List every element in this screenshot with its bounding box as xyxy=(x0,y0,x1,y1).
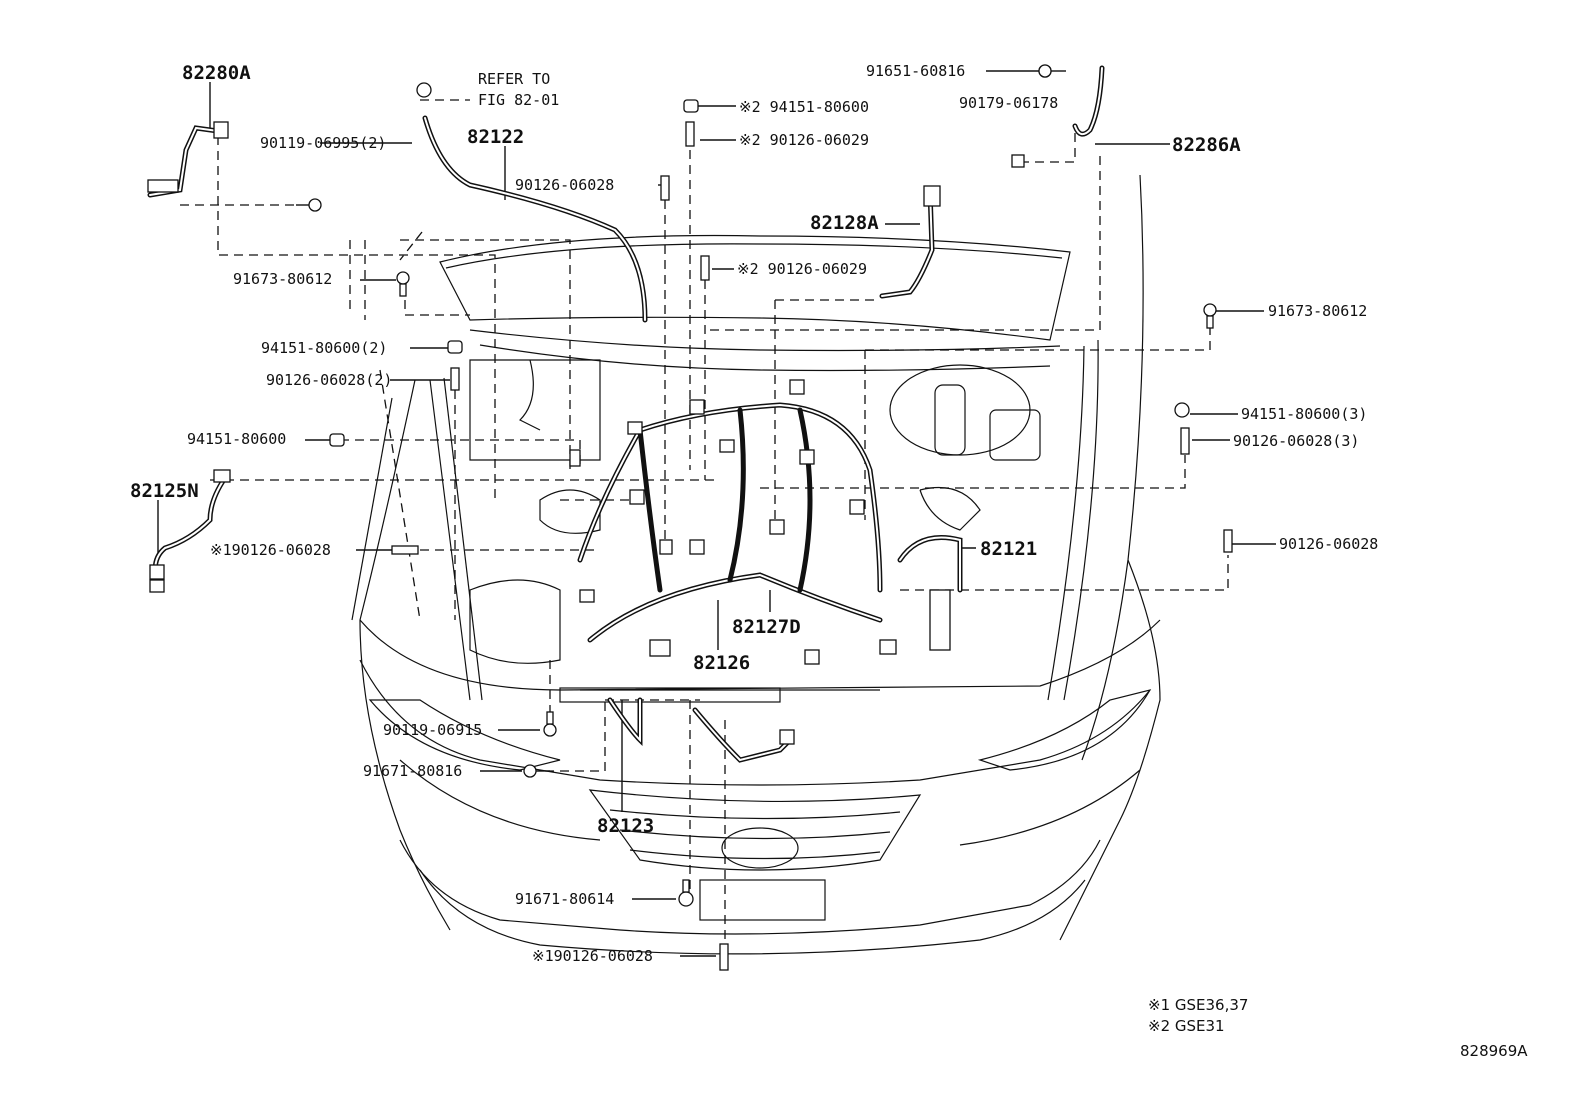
harness-82286a xyxy=(1011,64,1105,168)
part-label-82122: 82122 xyxy=(467,126,524,148)
fastener-label: 90126-06028 xyxy=(515,176,614,194)
fastener-label: 94151-80600 xyxy=(187,430,286,448)
fastener-label: 91671-80816 xyxy=(363,762,462,780)
stud-icon xyxy=(660,175,670,201)
refer-note-line1: REFER TO xyxy=(478,70,550,88)
fastener-label: 91651-60816 xyxy=(866,62,965,80)
bolt-icon xyxy=(523,764,550,778)
fastener-label: 90119-06915 xyxy=(383,721,482,739)
part-label-82125n: 82125N xyxy=(130,480,199,502)
part-label-82121: 82121 xyxy=(980,538,1037,560)
nut-icon xyxy=(329,433,345,447)
stud-icon xyxy=(391,545,419,555)
stud-icon xyxy=(1180,427,1190,455)
fastener-label: ※190126-06028 xyxy=(210,541,331,559)
fastener-icons xyxy=(296,64,1233,971)
bolt-icon xyxy=(1203,303,1217,329)
fastener-label: 90126-06028(3) xyxy=(1233,432,1359,450)
part-label-82280a: 82280A xyxy=(182,62,251,84)
fastener-label: ※2 94151-80600 xyxy=(739,98,869,116)
refer-note: REFER TO FIG 82-01 xyxy=(478,70,559,109)
fastener-label: ※190126-06028 xyxy=(532,947,653,965)
harness-82125n xyxy=(149,469,231,593)
fastener-label: 90126-06028 xyxy=(1279,535,1378,553)
stud-icon xyxy=(685,121,695,147)
harness-82123 xyxy=(607,697,793,763)
leader-lines xyxy=(157,70,1276,957)
part-label-82123: 82123 xyxy=(597,815,654,837)
nut-icon xyxy=(683,99,699,113)
fastener-labels: 90119-06995(2) 91673-80612 94151-80600(2… xyxy=(187,62,1378,965)
harness-82128a xyxy=(879,185,941,299)
bolt-icon xyxy=(296,198,322,212)
part-label-82126: 82126 xyxy=(693,652,750,674)
stud-icon xyxy=(1223,529,1233,553)
stud-icon xyxy=(719,943,729,971)
part-label-82127d: 82127D xyxy=(732,616,801,638)
part-labels: 82280A 82122 82128A 82286A 82125N 82121 … xyxy=(130,62,1241,837)
figure-id: 828969A xyxy=(1460,1042,1528,1060)
fastener-label: ※2 90126-06029 xyxy=(737,260,867,278)
part-label-82128a: 82128A xyxy=(810,212,879,234)
stud-icon xyxy=(450,367,460,391)
nut-icon xyxy=(447,340,463,354)
harness-82126 xyxy=(577,402,883,643)
harness-82280a xyxy=(147,121,229,198)
part-label-82286a: 82286A xyxy=(1172,134,1241,156)
footnotes: ※1 GSE36,37 ※2 GSE31 828969A xyxy=(1148,996,1528,1060)
fastener-label: 90179-06178 xyxy=(959,94,1058,112)
bolt-icon xyxy=(1174,402,1190,418)
fastener-label: 90126-06028(2) xyxy=(266,371,392,389)
bolt-icon xyxy=(396,271,410,297)
bolt-icon xyxy=(1038,64,1066,78)
fastener-label: ※2 90126-06029 xyxy=(739,131,869,149)
footnote-1: ※1 GSE36,37 xyxy=(1148,996,1248,1014)
fastener-label: 90119-06995(2) xyxy=(260,134,386,152)
fastener-label: 91673-80612 xyxy=(233,270,332,288)
harness-82121 xyxy=(897,535,963,651)
car-body-outline xyxy=(351,174,1161,955)
harness-82122 xyxy=(416,82,648,323)
bolt-icon xyxy=(678,879,694,907)
footnote-2: ※2 GSE31 xyxy=(1148,1017,1225,1035)
fastener-label: 91671-80614 xyxy=(515,890,614,908)
engine-bay-connectors xyxy=(569,379,897,745)
stud-icon xyxy=(700,255,710,281)
fastener-label: 91673-80612 xyxy=(1268,302,1367,320)
refer-note-line2: FIG 82-01 xyxy=(478,91,559,109)
fastener-label: 94151-80600(2) xyxy=(261,339,387,357)
fastener-label: 94151-80600(3) xyxy=(1241,405,1367,423)
bolt-icon xyxy=(543,711,557,737)
